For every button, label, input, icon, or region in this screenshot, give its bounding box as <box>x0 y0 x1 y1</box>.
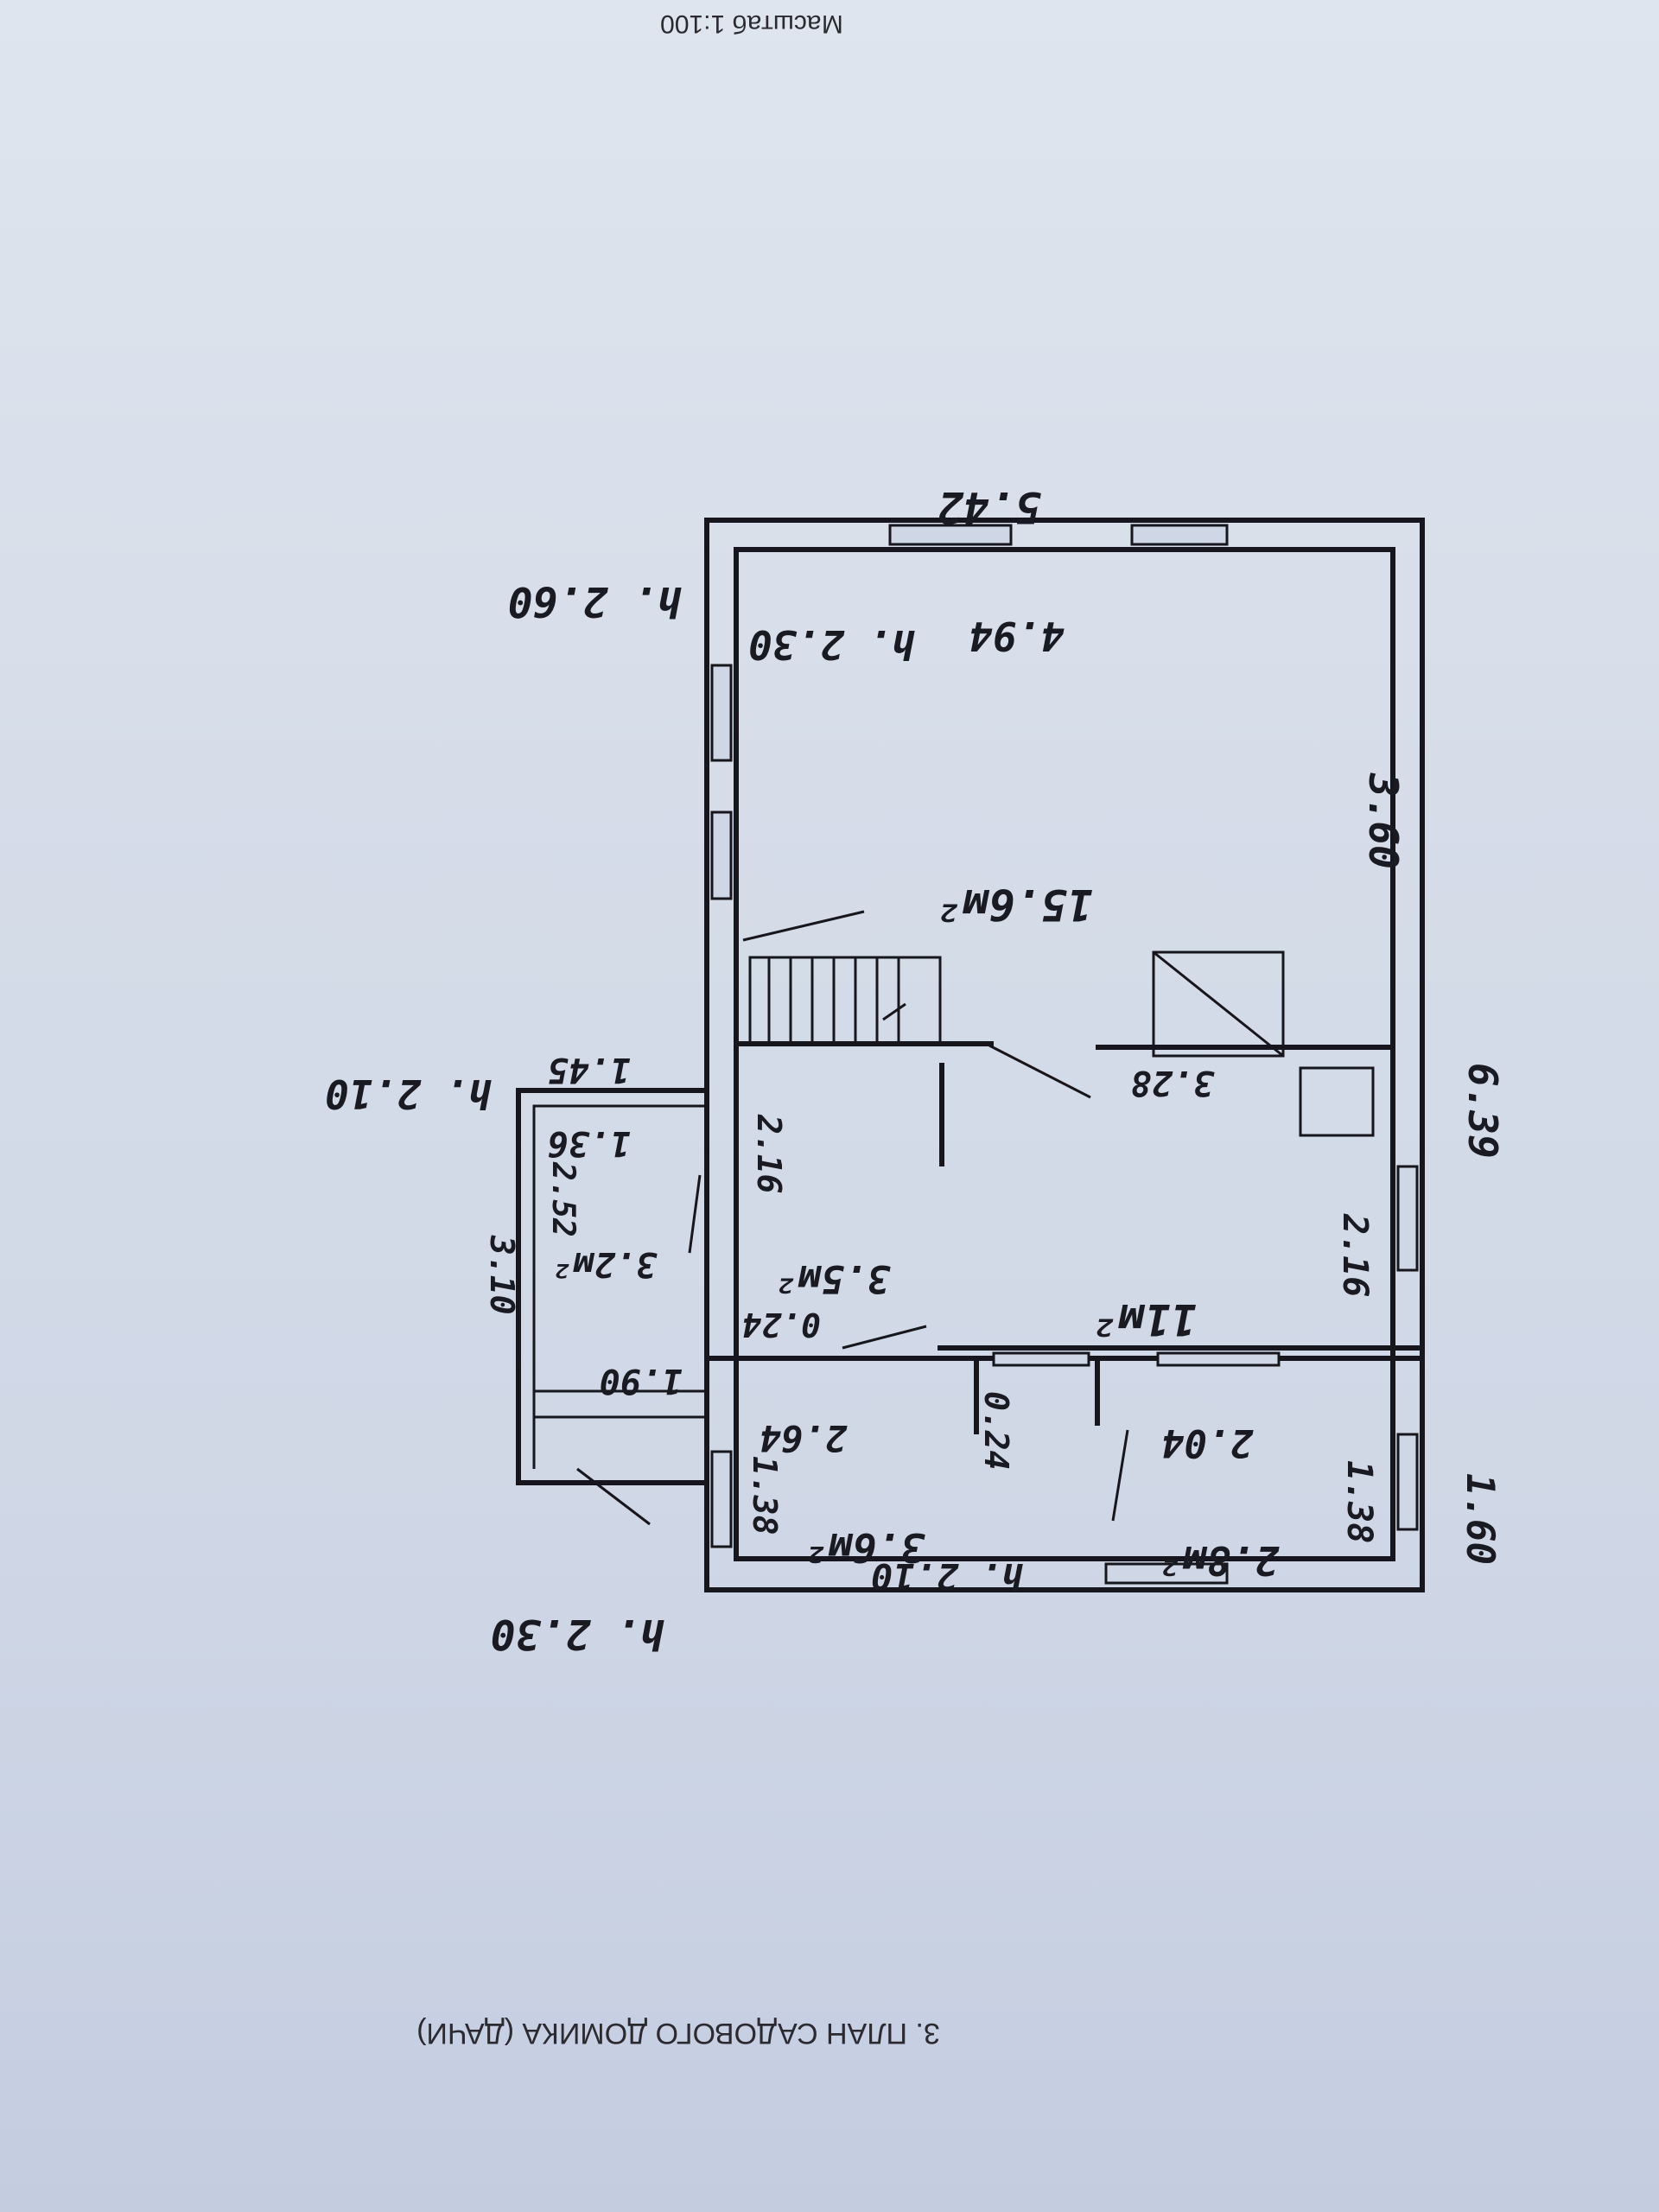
area-bath: 2.8м² <box>1160 1537 1280 1584</box>
area-bedroom: 3.6м² <box>805 1524 925 1571</box>
staircase <box>748 956 942 1046</box>
dim-right-lower: 1.60 <box>1458 1473 1502 1565</box>
dim-stair-len: 3.28 <box>1131 1063 1215 1103</box>
height-big-room: h. 2.30 <box>748 621 916 668</box>
dim-wall-mid: 0.24 <box>977 1391 1015 1471</box>
dim-top-outer: 5.42 <box>938 482 1041 532</box>
kitchen-unit <box>1096 950 1393 1137</box>
area-big-room: 15.6м² <box>937 880 1093 930</box>
dim-hall-wall: 0.24 <box>741 1306 821 1344</box>
dim-porch-w: 1.45 <box>548 1050 631 1090</box>
height-bottom: h. 2.30 <box>491 1610 665 1658</box>
scale-caption: Масштаб 1:100 <box>660 10 843 38</box>
windows <box>710 524 1419 1585</box>
dim-right-total: 6.39 <box>1459 1063 1506 1159</box>
dim-top-inner: 4.94 <box>969 613 1065 659</box>
area-hall: 3.5м² <box>776 1256 891 1300</box>
area-living: 11м² <box>1093 1294 1197 1344</box>
dim-right-upper: 3.60 <box>1360 772 1407 869</box>
dim-bath-side: 1.38 <box>1339 1460 1379 1543</box>
dim-porch-bottom: 1.90 <box>600 1361 683 1401</box>
dim-bath-len: 2.04 <box>1161 1421 1254 1465</box>
height-porch: h. 2.10 <box>325 1071 493 1117</box>
heights: h. 2.60 h. 2.10 h. 2.30 h. 2.10 h. 2.30 <box>325 577 1024 1658</box>
area-porch: 3.2м² <box>553 1244 658 1284</box>
dim-porch-inner2: 2.52 <box>545 1161 581 1237</box>
plan-title: 3. ПЛАН САДОВОГО ДОМИКА (ДАЧИ) <box>416 2017 940 2050</box>
room-areas: 15.6м² 11м² 3.5м² 3.2м² 2.8м² 3.6м² <box>553 880 1280 1584</box>
dim-bed-len: 2.64 <box>760 1417 848 1459</box>
dim-right-mid: 2.16 <box>1335 1213 1375 1297</box>
dim-hall-w: 2.16 <box>750 1114 788 1194</box>
dim-porch-inner: 1.36 <box>548 1123 631 1163</box>
dim-porch-len: 3.10 <box>483 1235 521 1315</box>
height-main: h. 2.60 <box>508 577 683 626</box>
dimensions: 5.42 4.94 3.60 6.39 1.60 2.16 3.28 2.16 … <box>483 482 1506 1565</box>
porch-outline <box>516 1088 707 1526</box>
doors <box>688 910 1129 1522</box>
height-bedroom: h. 2.10 <box>871 1555 1024 1598</box>
dim-bedroom-side: 1.38 <box>746 1456 784 1535</box>
